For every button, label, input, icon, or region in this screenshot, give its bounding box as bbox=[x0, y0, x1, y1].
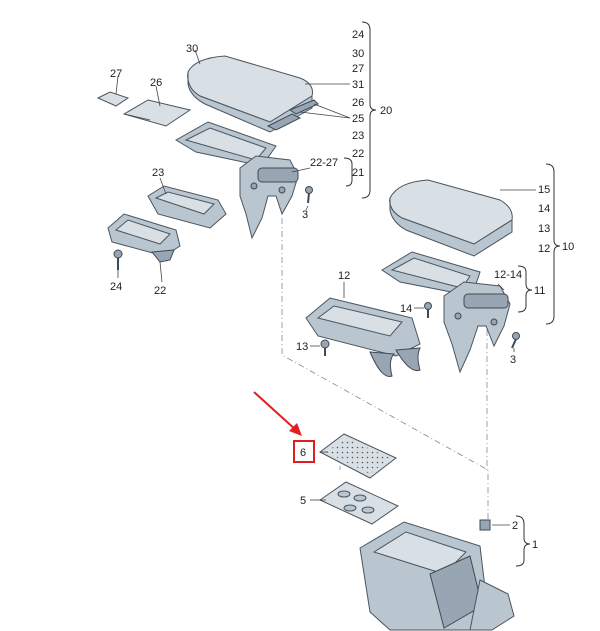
screw-14[interactable] bbox=[424, 302, 432, 319]
hinge-bracket-12-14[interactable] bbox=[443, 281, 511, 374]
label-group-11: 11 bbox=[534, 285, 545, 297]
label-23: 23 bbox=[152, 167, 164, 179]
bracket-group-22-27 bbox=[343, 157, 353, 187]
leader-lines bbox=[115, 49, 536, 526]
label-13: 13 bbox=[296, 341, 308, 353]
label-22: 22 bbox=[154, 285, 166, 297]
label-group-20: 20 bbox=[380, 105, 392, 117]
label-24-top: 24 bbox=[352, 29, 364, 41]
upper-armrest-lid-30[interactable] bbox=[187, 55, 313, 133]
upper-cup-insert-23[interactable] bbox=[147, 185, 227, 229]
label-31: 31 bbox=[352, 79, 364, 91]
label-24: 24 bbox=[110, 281, 122, 293]
mat-6[interactable] bbox=[319, 433, 397, 479]
screw-3[interactable] bbox=[511, 332, 520, 349]
upper-trim-pads-25[interactable] bbox=[266, 99, 319, 131]
label-26: 26 bbox=[150, 77, 162, 89]
clip-2[interactable] bbox=[479, 519, 491, 531]
label-22-top: 22 bbox=[352, 148, 364, 160]
upper-screw-3[interactable] bbox=[305, 186, 313, 204]
label-27: 27 bbox=[110, 68, 122, 80]
label-group-10: 10 bbox=[562, 241, 574, 253]
label-30-top: 30 bbox=[352, 48, 364, 60]
label-25: 25 bbox=[352, 113, 364, 125]
label-12-14: 12-14 bbox=[494, 269, 522, 281]
cup-holder-base-12[interactable] bbox=[305, 297, 421, 377]
label-22-27: 22-27 bbox=[310, 157, 338, 169]
label-5: 5 bbox=[300, 495, 306, 507]
upper-storage-tray[interactable] bbox=[175, 121, 277, 167]
mat-5[interactable] bbox=[318, 481, 400, 525]
callout-labels: 24 30 27 31 26 25 23 22 21 20 22-27 30 2… bbox=[110, 29, 574, 551]
label-13-right: 13 bbox=[538, 223, 550, 235]
label-6: 6 bbox=[300, 447, 306, 459]
label-14-right: 14 bbox=[538, 203, 550, 215]
label-3-right: 3 bbox=[510, 354, 516, 366]
bracket-group-1 bbox=[515, 515, 531, 567]
console-housing-1[interactable] bbox=[359, 521, 515, 631]
upper-screw-24[interactable] bbox=[113, 249, 123, 270]
label-26-top: 26 bbox=[352, 97, 364, 109]
highlight-box bbox=[293, 440, 315, 463]
label-2: 2 bbox=[512, 520, 518, 532]
upper-pad-27[interactable] bbox=[96, 91, 130, 107]
label-27-top: 27 bbox=[352, 63, 364, 75]
label-3-upper: 3 bbox=[302, 209, 308, 221]
upper-lower-tray-22[interactable] bbox=[107, 213, 181, 263]
lid-15[interactable] bbox=[389, 179, 513, 257]
bracket-group-10 bbox=[545, 163, 561, 325]
screw-13[interactable] bbox=[320, 339, 330, 356]
label-15: 15 bbox=[538, 184, 550, 196]
label-12: 12 bbox=[338, 270, 350, 282]
label-12-right: 12 bbox=[538, 243, 550, 255]
bracket-group-20 bbox=[361, 21, 377, 199]
bracket-group-11 bbox=[517, 265, 533, 313]
label-14: 14 bbox=[400, 303, 412, 315]
upper-hinge-bracket[interactable] bbox=[239, 155, 299, 240]
arrow-indicator bbox=[253, 391, 302, 436]
label-30: 30 bbox=[186, 43, 198, 55]
label-23-top: 23 bbox=[352, 130, 364, 142]
label-1: 1 bbox=[532, 539, 538, 551]
upper-plate-26[interactable] bbox=[122, 99, 192, 127]
label-21: 21 bbox=[352, 167, 364, 179]
